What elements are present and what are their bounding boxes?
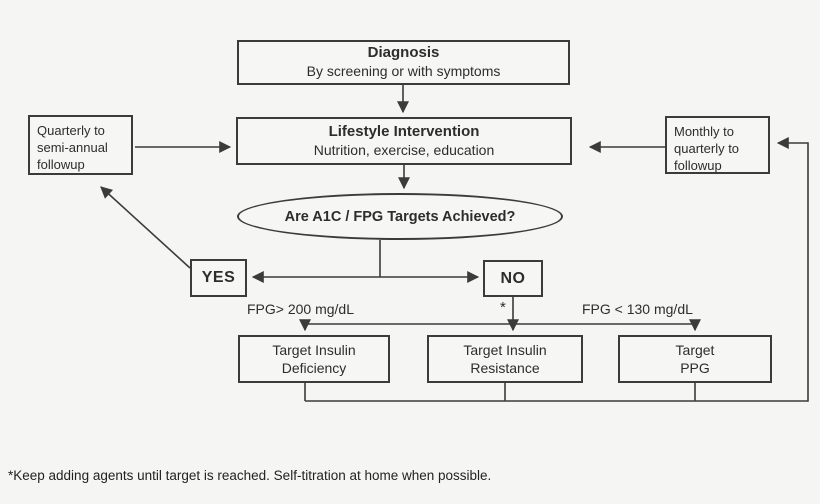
deficiency-line-2: Deficiency — [281, 360, 347, 376]
arrow-yes-to-quarterly — [100, 186, 191, 269]
diagnosis-title: Diagnosis — [367, 44, 440, 62]
node-monthly-followup: Monthly to quarterly to followup — [665, 116, 770, 174]
arrow-feedback-to-monthly — [305, 137, 809, 402]
monthly-line-3: followup — [674, 158, 722, 174]
resistance-line-2: Resistance — [470, 360, 540, 376]
node-no: NO — [483, 260, 543, 297]
node-target-ppg: Target PPG — [618, 335, 772, 383]
diagnosis-subtitle: By screening or with symptoms — [306, 63, 501, 80]
node-diagnosis: Diagnosis By screening or with symptoms — [237, 40, 570, 85]
node-target-insulin-deficiency: Target Insulin Deficiency — [238, 335, 390, 383]
monthly-line-1: Monthly to — [674, 124, 734, 139]
no-label: NO — [500, 269, 526, 287]
node-lifestyle-intervention: Lifestyle Intervention Nutrition, exerci… — [236, 117, 572, 165]
label-fpg-high: FPG> 200 mg/dL — [247, 301, 355, 317]
label-asterisk: * — [500, 299, 506, 316]
node-decision-targets-achieved: Are A1C / FPG Targets Achieved? — [237, 193, 563, 240]
ppg-line-1: Target — [675, 341, 715, 358]
ppg-line-2: PPG — [680, 360, 710, 376]
node-target-insulin-resistance: Target Insulin Resistance — [427, 335, 583, 383]
node-quarterly-followup: Quarterly to semi-annual followup — [28, 115, 133, 175]
quarterly-line-3: followup — [37, 157, 85, 173]
lifestyle-subtitle: Nutrition, exercise, education — [313, 141, 495, 158]
quarterly-line-1: Quarterly to — [37, 123, 105, 138]
label-fpg-low: FPG < 130 mg/dL — [582, 301, 693, 317]
deficiency-line-1: Target Insulin — [272, 341, 356, 358]
quarterly-line-2: semi-annual — [37, 140, 108, 156]
lifestyle-title: Lifestyle Intervention — [328, 122, 480, 140]
monthly-line-2: quarterly to — [674, 141, 740, 157]
footnote: *Keep adding agents until target is reac… — [8, 468, 492, 483]
yes-label: YES — [201, 269, 236, 286]
decision-label: Are A1C / FPG Targets Achieved? — [284, 208, 516, 225]
resistance-line-1: Target Insulin — [463, 341, 547, 358]
node-yes: YES — [190, 259, 247, 297]
